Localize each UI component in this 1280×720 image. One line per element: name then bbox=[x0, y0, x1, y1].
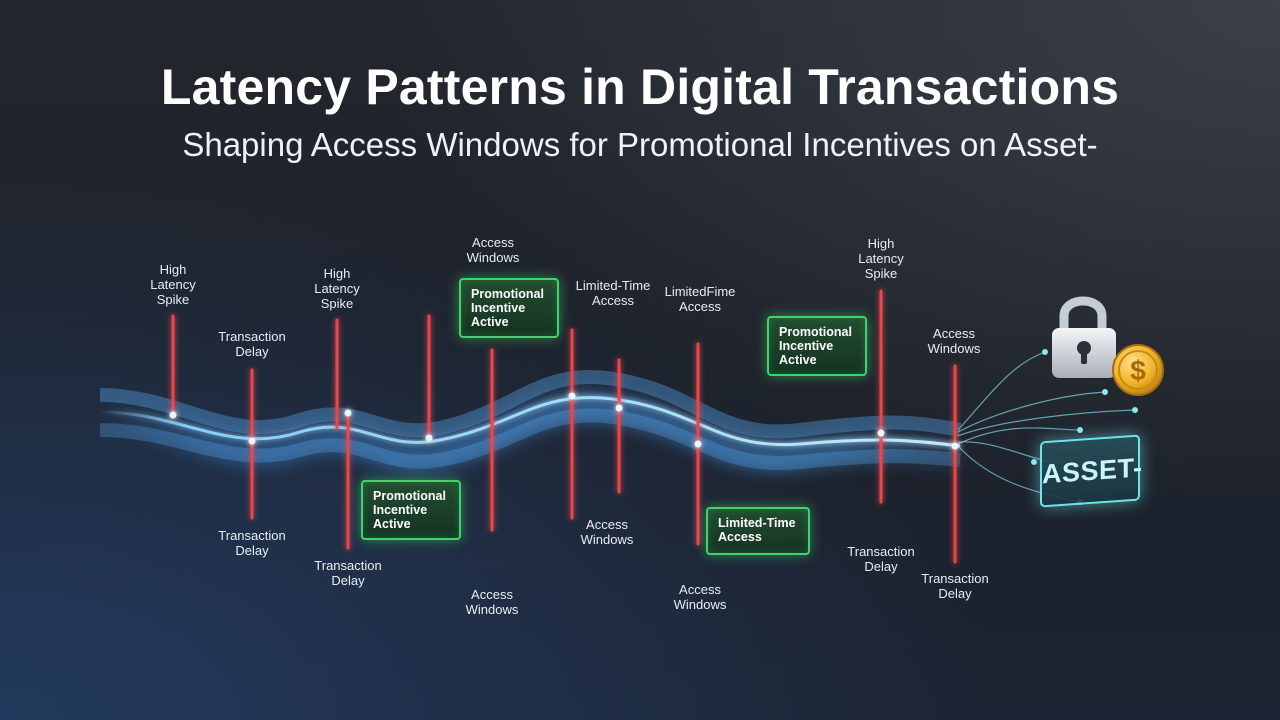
wave-band-lower bbox=[99, 408, 961, 471]
label-access-windows: Access Windows bbox=[465, 587, 519, 617]
wave-node bbox=[694, 440, 702, 448]
promotional-incentive-badge: Promotional Incentive Active bbox=[361, 480, 461, 540]
promotional-incentive-badge: Promotional Incentive Active bbox=[767, 316, 867, 376]
padlock-keyhole-slot bbox=[1081, 350, 1087, 364]
padlock-icon bbox=[1052, 296, 1116, 378]
label-transaction-delay: Transaction Delay bbox=[847, 544, 915, 574]
connector-line bbox=[957, 391, 1106, 433]
connector-dot bbox=[1102, 389, 1108, 395]
page-subtitle: Shaping Access Windows for Promotional I… bbox=[182, 126, 1098, 163]
wave-node bbox=[344, 409, 352, 417]
wave-band-upper bbox=[99, 369, 962, 439]
connector-dot bbox=[1042, 349, 1048, 355]
limited-time-access-badge: Limited-Time Access bbox=[706, 507, 810, 555]
label-access-windows: Access Windows bbox=[580, 517, 634, 547]
label-limited-time-access: Limited-Time Access bbox=[575, 278, 651, 308]
label-access-windows: Access Windows bbox=[466, 235, 520, 265]
padlock-shackle bbox=[1059, 296, 1107, 330]
promotional-incentive-badge: Promotional Incentive Active bbox=[459, 278, 559, 338]
label-access-windows: Access Windows bbox=[927, 326, 981, 356]
label-access-windows: Access Windows bbox=[673, 582, 727, 612]
wave-nodes bbox=[169, 392, 959, 450]
label-high-latency-spike: High Latency Spike bbox=[858, 236, 904, 281]
page-title: Latency Patterns in Digital Transactions bbox=[160, 59, 1120, 115]
wave-node bbox=[169, 411, 177, 419]
label-transaction-delay: Transaction Delay bbox=[921, 571, 989, 601]
wave-node bbox=[248, 437, 256, 445]
wave-node bbox=[425, 434, 433, 442]
connector-dot bbox=[1132, 407, 1138, 413]
wave-node bbox=[568, 392, 576, 400]
coin-symbol: $ bbox=[1130, 355, 1146, 386]
label-transaction-delay: Transaction Delay bbox=[314, 558, 382, 588]
coin-rim bbox=[1118, 350, 1158, 390]
label-transaction-delay: Transaction Delay bbox=[218, 528, 286, 558]
label-transaction-delay: Transaction Delay bbox=[218, 329, 286, 359]
wave-node bbox=[877, 429, 885, 437]
coin-face bbox=[1112, 344, 1164, 396]
label-limited-time-access: LimitedFime Access bbox=[664, 284, 736, 314]
connector-dot bbox=[1031, 459, 1037, 465]
wave-core-line bbox=[99, 396, 961, 448]
wave-node bbox=[615, 404, 623, 412]
wave-band-glow bbox=[100, 391, 960, 474]
connector-line bbox=[957, 409, 1136, 437]
connector-dot bbox=[1077, 427, 1083, 433]
dollar-coin-icon: $ bbox=[1112, 344, 1164, 396]
latency-wave bbox=[99, 369, 962, 474]
connector-line bbox=[957, 351, 1046, 431]
wave-node bbox=[951, 442, 959, 450]
connector-line bbox=[957, 427, 1081, 445]
padlock-keyhole bbox=[1077, 341, 1091, 355]
asset-box: ASSET- bbox=[1040, 434, 1143, 508]
label-high-latency-spike: High Latency Spike bbox=[314, 266, 360, 311]
label-high-latency-spike: High Latency Spike bbox=[150, 262, 196, 307]
